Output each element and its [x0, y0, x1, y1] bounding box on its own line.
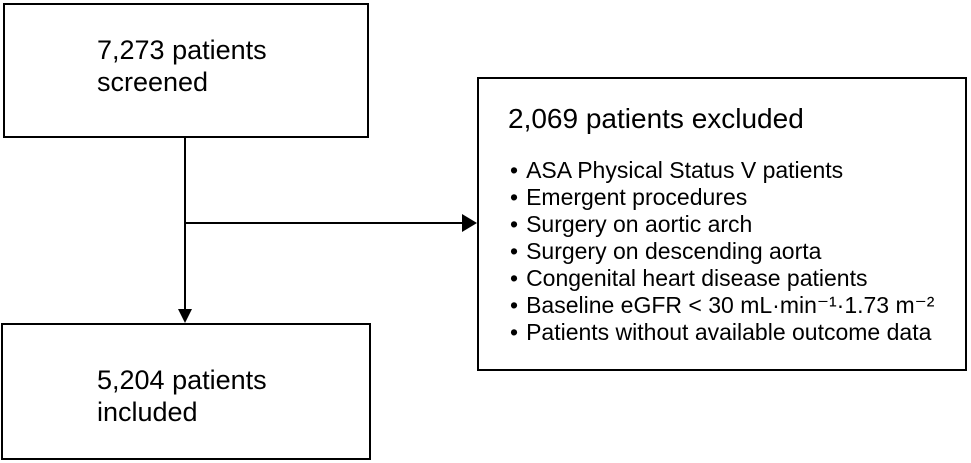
box-included: 5,204 patients included: [1, 323, 371, 460]
bullet-icon: •: [510, 184, 519, 210]
excluded-item-text: Patients without available outcome data: [526, 319, 932, 345]
box-included-line2: included: [97, 397, 198, 427]
box-screened-label: 7,273 patients screened: [5, 5, 367, 98]
box-screened-line2: screened: [97, 67, 209, 97]
box-included-line1: 5,204 patients: [97, 365, 267, 395]
excluded-item-text: Baseline eGFR < 30 mL·min⁻¹·1.73 m⁻²: [526, 292, 935, 318]
excluded-item: • ASA Physical Status V patients: [510, 157, 953, 184]
arrow-screened-to-excluded-line: [184, 222, 464, 224]
box-screened-line1: 7,273 patients: [97, 35, 267, 65]
box-included-label: 5,204 patients included: [3, 325, 369, 428]
excluded-item: • Congenital heart disease patients: [510, 265, 953, 292]
arrow-screened-to-included-line: [184, 138, 186, 310]
excluded-item-text: Surgery on aortic arch: [526, 211, 753, 237]
bullet-icon: •: [510, 265, 519, 291]
excluded-item: • Emergent procedures: [510, 184, 953, 211]
bullet-icon: •: [510, 157, 519, 183]
excluded-item: • Surgery on descending aorta: [510, 238, 953, 265]
excluded-list: • ASA Physical Status V patients • Emergent…: [508, 157, 953, 346]
arrowhead-down-icon: [178, 309, 192, 323]
excluded-item: • Patients without available outcome data: [510, 319, 953, 346]
bullet-icon: •: [510, 319, 519, 345]
box-screened: 7,273 patients screened: [3, 3, 369, 138]
excluded-item-text: Emergent procedures: [526, 184, 748, 210]
box-excluded-content: 2,069 patients excluded • ASA Physical St…: [479, 79, 965, 346]
excluded-item-text: Surgery on descending aorta: [526, 238, 822, 264]
box-excluded: 2,069 patients excluded • ASA Physical St…: [477, 77, 967, 371]
bullet-icon: •: [510, 238, 519, 264]
arrowhead-right-icon: [462, 214, 477, 232]
excluded-item-text: Congenital heart disease patients: [526, 265, 868, 291]
excluded-item: • Surgery on aortic arch: [510, 211, 953, 238]
box-excluded-title: 2,069 patients excluded: [508, 103, 804, 134]
bullet-icon: •: [510, 211, 519, 237]
bullet-icon: •: [510, 292, 519, 318]
excluded-item-text: ASA Physical Status V patients: [526, 157, 844, 183]
excluded-item: • Baseline eGFR < 30 mL·min⁻¹·1.73 m⁻²: [510, 292, 953, 319]
